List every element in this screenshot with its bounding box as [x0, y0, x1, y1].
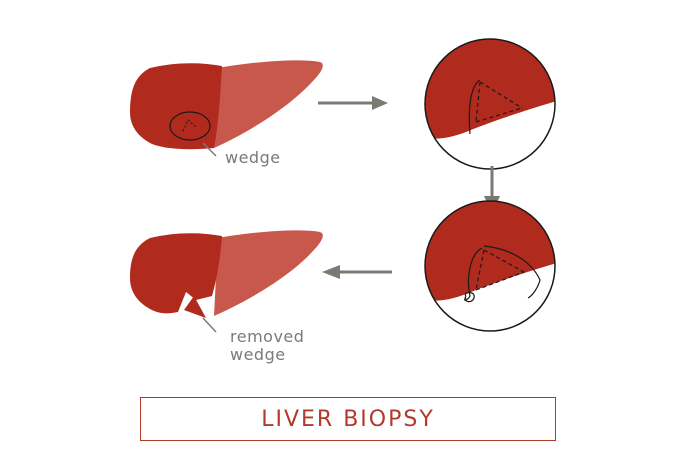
label-removed: removed — [230, 327, 305, 346]
liver-bottom-left-lobe — [130, 233, 222, 314]
diagram-title: LIVER BIOPSY — [261, 406, 435, 432]
incision-line — [468, 79, 481, 135]
label-wedge: wedge — [225, 148, 281, 167]
removed-leader-line — [202, 317, 217, 333]
zoom-circle-incision — [424, 38, 556, 170]
label-removed-wedge: wedge — [230, 345, 286, 364]
suture-dashes — [475, 249, 525, 291]
wedge-dashes — [182, 119, 197, 132]
removed-wedge-piece — [184, 296, 206, 318]
liver-top — [130, 60, 323, 157]
liver-top-left-lobe — [130, 63, 222, 150]
wedge-circle — [169, 111, 211, 141]
liver-bottom — [130, 230, 323, 333]
arrow-right — [318, 96, 388, 110]
suture-left — [464, 247, 483, 301]
suture-knot — [464, 291, 475, 303]
suture-right — [483, 245, 541, 299]
wedge-leader-line — [202, 142, 217, 157]
zoom-circle-sutures — [424, 200, 556, 332]
arrow-left — [322, 265, 392, 279]
title-box: LIVER BIOPSY — [140, 397, 556, 441]
liver-bottom-right-lobe — [214, 230, 323, 316]
incision-dashes — [475, 81, 523, 123]
liver-top-right-lobe — [214, 60, 323, 148]
